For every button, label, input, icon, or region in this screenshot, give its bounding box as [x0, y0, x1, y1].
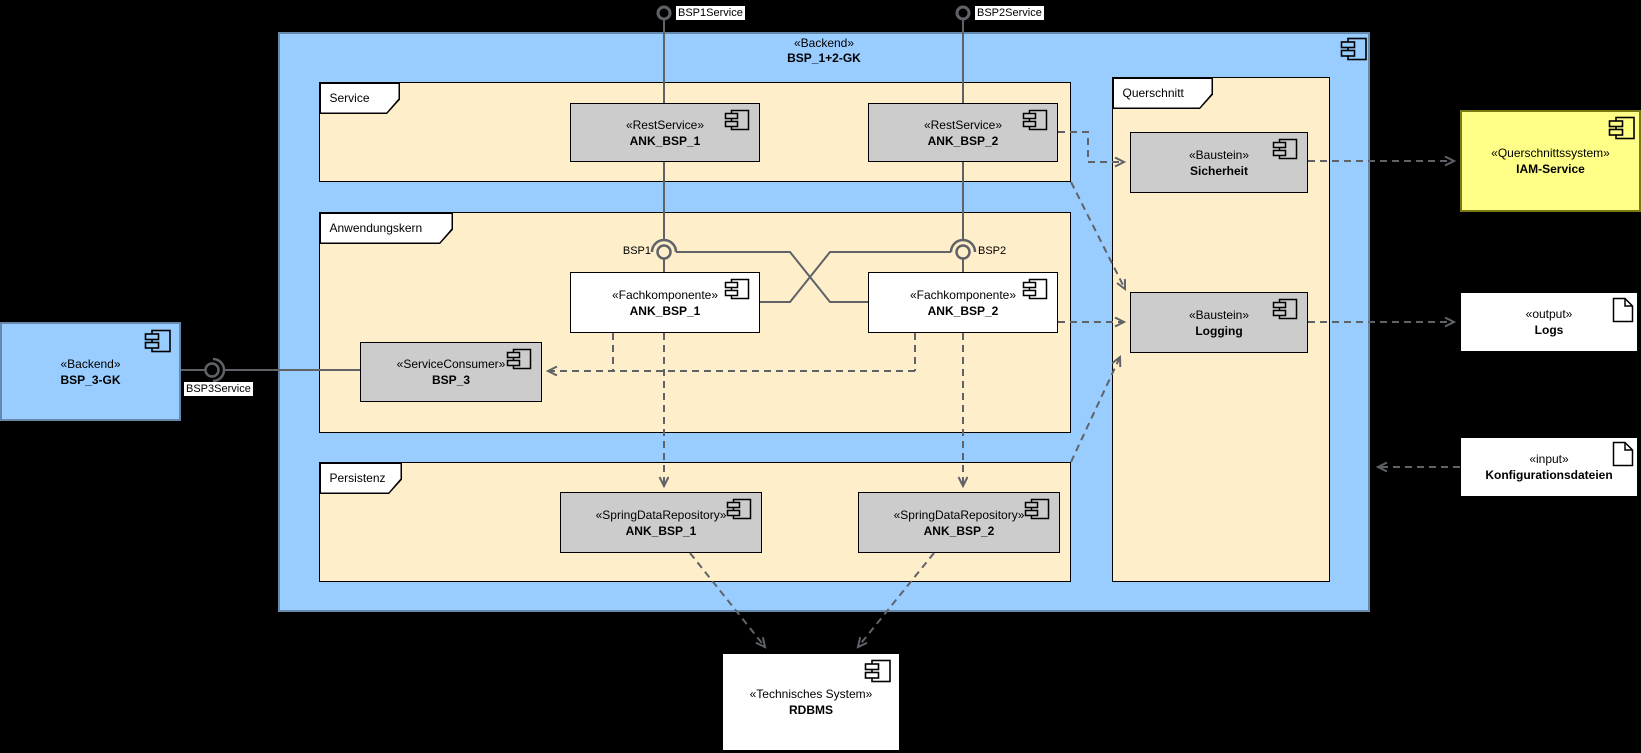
component-icon: [1272, 298, 1298, 320]
rest-bsp2-name: ANK_BSP_2: [927, 133, 999, 148]
rest-bsp1-name: ANK_BSP_1: [629, 133, 701, 148]
component-icon: [864, 659, 891, 683]
component-icon: [1272, 138, 1298, 160]
serviceconsumer-stereotype: «ServiceConsumer»: [396, 357, 506, 371]
logging-name: Logging: [1195, 323, 1243, 338]
fach-bsp2-stereotype: «Fachkomponente»: [909, 287, 1017, 302]
konfig-name: Konfigurationsdateien: [1485, 468, 1613, 482]
logs-stereotype: «output»: [1525, 307, 1573, 321]
component-icon: [1022, 278, 1048, 300]
bsp3service-ball-socket-icon[interactable]: [204, 357, 226, 383]
repo-bsp2-stereotype: «SpringDataRepository»: [893, 507, 1025, 522]
label-bsp1: BSP1: [622, 245, 651, 257]
artifact-icon: [1612, 297, 1634, 323]
label-bsp2service: BSP2Service: [975, 6, 1044, 20]
tab-querschnitt: Querschnitt: [1112, 77, 1213, 109]
bsp3-gk-stereotype: «Backend»: [60, 356, 121, 371]
component-icon: [1024, 498, 1050, 520]
konfig-stereotype: «input»: [1529, 452, 1569, 466]
fach-bsp1-name: ANK_BSP_1: [629, 303, 701, 318]
component-icon: [726, 498, 752, 520]
tab-service-label: Service: [329, 91, 370, 105]
container-name: BSP_1+2-GK: [787, 51, 861, 65]
component-icon: [1608, 116, 1635, 140]
sicherheit-name: Sicherheit: [1189, 163, 1249, 178]
container-bsp12-gk-title: «Backend» BSP_1+2-GK: [278, 36, 1370, 66]
component-icon: [144, 329, 171, 353]
component-icon: [1022, 109, 1048, 131]
repo-bsp1-name: ANK_BSP_1: [625, 523, 697, 538]
iam-stereotype: «Querschnittssystem»: [1491, 146, 1610, 160]
rdbms-stereotype: «Technisches System»: [749, 687, 873, 701]
logging-stereotype: «Baustein»: [1188, 307, 1250, 322]
label-bsp1service: BSP1Service: [676, 6, 745, 20]
rest-bsp2-stereotype: «RestService»: [923, 117, 1003, 132]
component-serviceconsumer-bsp3[interactable]: «ServiceConsumer» BSP_3: [360, 342, 542, 402]
label-bsp2: BSP2: [978, 245, 1007, 257]
rest-bsp1-stereotype: «RestService»: [625, 117, 705, 132]
repo-bsp2-name: ANK_BSP_2: [923, 523, 995, 538]
component-icon: [724, 109, 750, 131]
tab-querschnitt-label: Querschnitt: [1122, 86, 1184, 100]
artifact-logs[interactable]: «output» Logs: [1460, 292, 1638, 352]
iam-name: IAM-Service: [1516, 162, 1585, 176]
component-icon: [724, 278, 750, 300]
serviceconsumer-name: BSP_3: [431, 373, 471, 387]
bsp1service-ball-icon[interactable]: [656, 5, 672, 21]
container-stereotype: «Backend»: [793, 36, 855, 50]
tab-anwendungskern-label: Anwendungskern: [329, 221, 423, 235]
fach-bsp1-stereotype: «Fachkomponente»: [611, 287, 719, 302]
component-icon: [506, 348, 532, 370]
tab-persistenz-label: Persistenz: [329, 471, 386, 485]
rdbms-name: RDBMS: [789, 703, 833, 717]
component-icon: [1340, 37, 1367, 61]
bsp3-gk-name: BSP_3-GK: [60, 372, 121, 387]
tab-anwendungskern: Anwendungskern: [319, 212, 453, 244]
bsp2service-ball-icon[interactable]: [955, 5, 971, 21]
component-repository-ank-bsp2[interactable]: «SpringDataRepository» ANK_BSP_2: [858, 492, 1060, 553]
tab-service: Service: [319, 82, 400, 114]
artifact-icon: [1612, 441, 1634, 467]
label-bsp3service: BSP3Service: [184, 382, 253, 396]
tab-persistenz: Persistenz: [319, 462, 402, 494]
fach-bsp2-name: ANK_BSP_2: [927, 303, 999, 318]
artifact-konfigurationsdateien[interactable]: «input» Konfigurationsdateien: [1460, 437, 1638, 497]
sicherheit-stereotype: «Baustein»: [1188, 147, 1250, 162]
component-baustein-sicherheit[interactable]: «Baustein» Sicherheit: [1130, 132, 1308, 193]
repo-bsp1-stereotype: «SpringDataRepository»: [595, 507, 727, 522]
logs-name: Logs: [1534, 323, 1564, 337]
